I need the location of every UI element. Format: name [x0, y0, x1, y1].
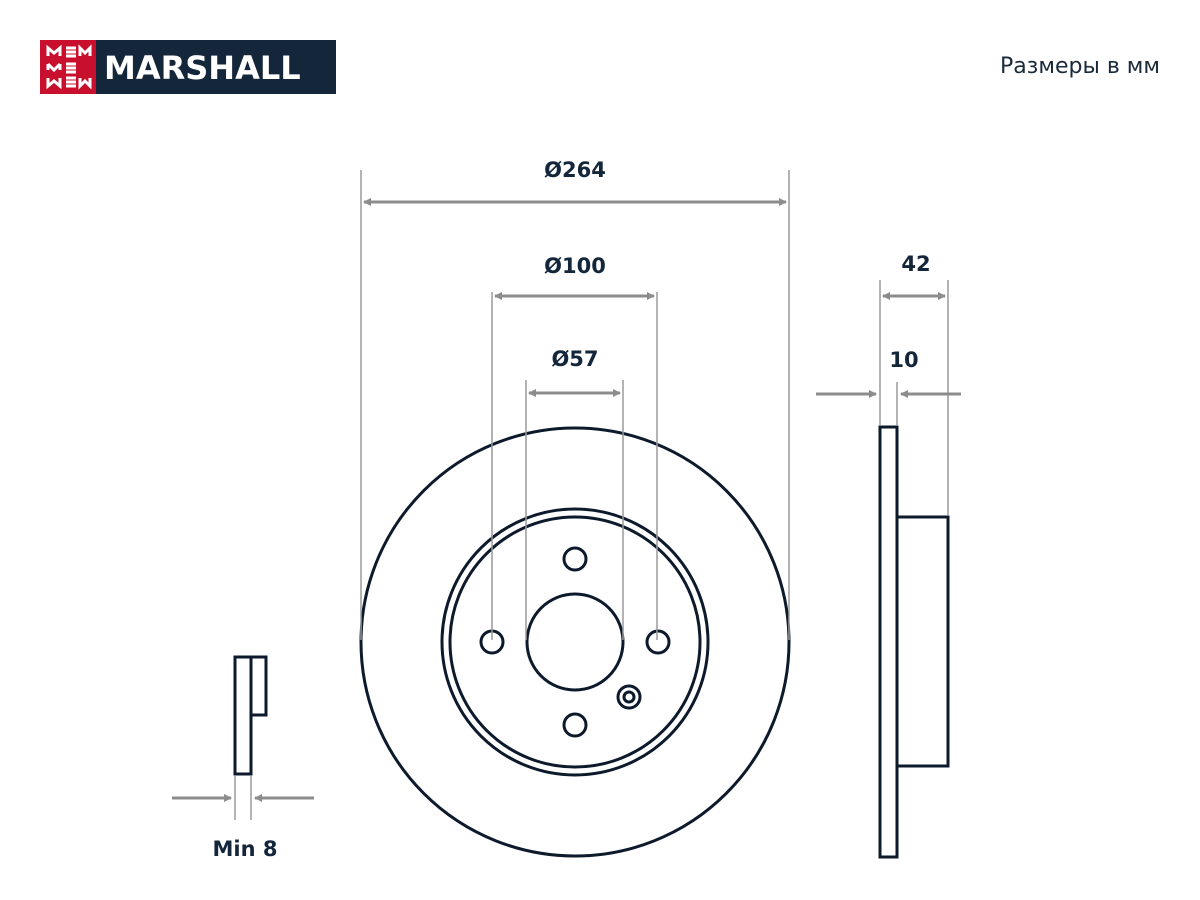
bolt-circle-label: Ø100 [544, 254, 606, 278]
center-bore-dimension: Ø57 [525, 347, 624, 640]
disc-front-view [359, 426, 791, 858]
bolt-hole-right [645, 629, 671, 655]
bolt-hole-top [562, 546, 588, 572]
thickness-label: 10 [889, 348, 918, 372]
center-bore [525, 592, 625, 692]
center-bore-label: Ø57 [551, 347, 598, 371]
hat-section [895, 515, 950, 768]
height-dimension: 42 [879, 252, 949, 515]
disc-side-view [878, 425, 950, 859]
bolt-circle-dimension: Ø100 [491, 254, 658, 640]
units-note: Размеры в мм [999, 54, 1160, 79]
brand-mark-icon [46, 44, 92, 90]
height-label: 42 [901, 252, 930, 276]
outer-diameter-label: Ø264 [544, 158, 606, 182]
brand-name: MARSHALL [104, 49, 301, 87]
locating-hole-inner [622, 690, 636, 704]
hat-inner-edge [448, 515, 702, 769]
thickness-dimension: 10 [816, 348, 961, 425]
worn-hat-section [249, 655, 268, 717]
worn-ring-section [233, 655, 253, 776]
friction-ring-section [878, 425, 899, 859]
outer-rim [359, 426, 791, 858]
marshall-logo: MARSHALL [40, 40, 336, 94]
locating-hole-outer [616, 684, 642, 710]
min-thickness-label: Min 8 [213, 837, 278, 861]
outer-diameter-dimension: Ø264 [360, 158, 790, 640]
hat-outer-edge [440, 507, 710, 777]
bolt-hole-bottom [562, 712, 588, 738]
min-thickness-detail: Min 8 [172, 655, 314, 861]
